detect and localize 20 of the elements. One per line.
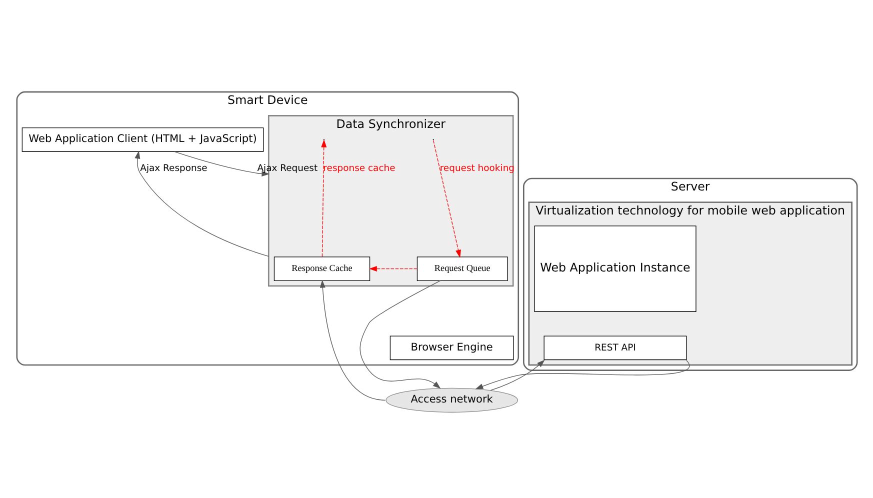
edge-label: request hooking xyxy=(439,162,514,174)
node-ellipse: Access network xyxy=(385,387,518,412)
arrow xyxy=(474,360,690,389)
arrow xyxy=(320,138,326,257)
edge-label: response cache xyxy=(322,162,395,174)
arrow xyxy=(173,150,270,176)
node-box: Browser Engine xyxy=(389,335,514,360)
arrow xyxy=(134,150,268,256)
node-box: Response Cache xyxy=(273,256,370,280)
arrow xyxy=(359,280,440,388)
node-box: Web Application Client (HTML + JavaScript) xyxy=(21,126,264,152)
arrow xyxy=(368,266,417,272)
node-box: Web Application Instance xyxy=(534,225,696,312)
node-box: Request Queue xyxy=(416,256,508,280)
arrow xyxy=(319,279,386,400)
arrow xyxy=(432,140,460,258)
edge-label: Ajax Request xyxy=(256,162,318,174)
arrow xyxy=(490,359,544,390)
edge-label: Ajax Response xyxy=(140,162,207,174)
node-box: REST API xyxy=(543,335,686,360)
